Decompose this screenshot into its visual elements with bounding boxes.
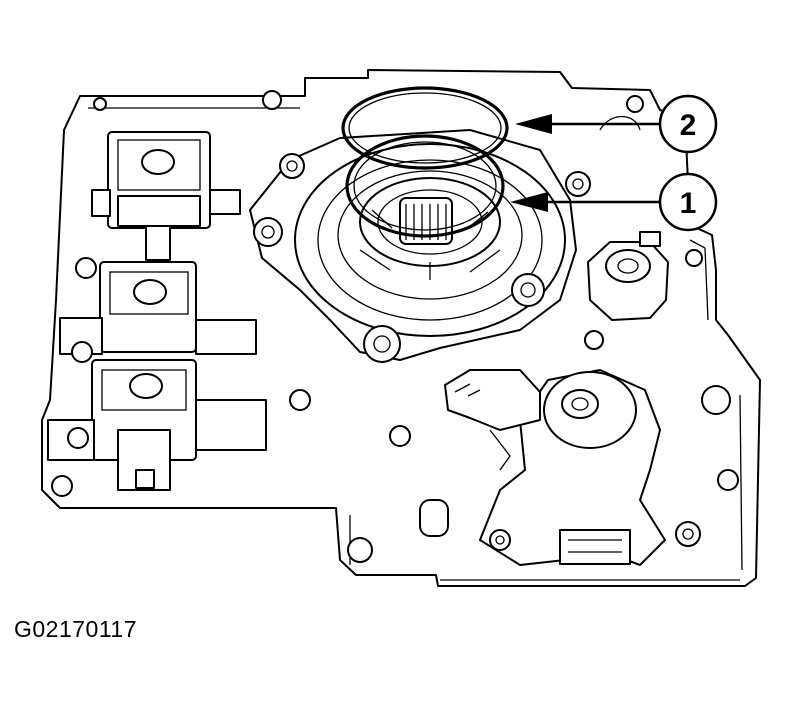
solenoid-right-upper <box>587 231 669 321</box>
solenoid-right-lower <box>444 369 701 566</box>
solenoid-upper <box>91 131 241 261</box>
seal-ring-small <box>345 134 505 238</box>
mounting-holes <box>51 90 739 563</box>
solenoid-lower <box>47 359 267 491</box>
callout-circle-1 <box>658 172 718 232</box>
arrowhead-2 <box>515 114 552 134</box>
solenoid-middle <box>59 261 257 355</box>
callout-number-1: 1 <box>680 187 697 220</box>
o-ring-large <box>341 86 509 170</box>
figure-code: G02170117 <box>14 616 138 642</box>
callout-circle-2 <box>658 94 718 154</box>
callout-number-2: 2 <box>680 109 697 142</box>
callout-2: 2 <box>515 94 718 154</box>
callout-1: 1 <box>510 172 718 232</box>
center-housing <box>249 129 591 363</box>
arrowhead-1 <box>510 192 548 212</box>
